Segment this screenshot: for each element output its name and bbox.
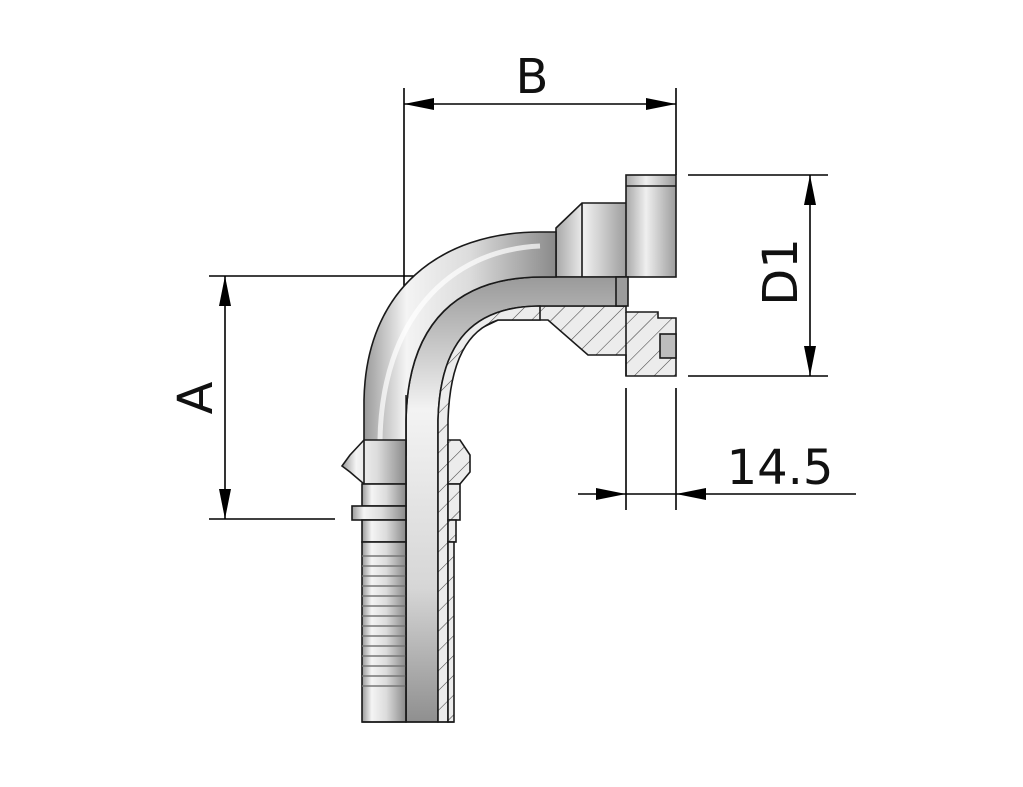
hex-nut	[340, 439, 471, 485]
dim-d1-label: D1	[753, 238, 809, 306]
fitting-body	[340, 174, 677, 723]
tube-section	[437, 305, 541, 723]
dim-b-label: B	[516, 49, 549, 105]
hose-tail	[361, 541, 455, 723]
tail-ribs	[362, 555, 406, 687]
dimension-d1: D1	[688, 174, 828, 377]
flange-head	[555, 174, 677, 278]
dim-a-label: A	[168, 381, 224, 414]
dimension-a: A	[168, 275, 516, 520]
collar	[351, 483, 461, 543]
dimension-flange-thickness: 14.5	[578, 388, 856, 510]
dim-flange-label: 14.5	[727, 440, 834, 496]
